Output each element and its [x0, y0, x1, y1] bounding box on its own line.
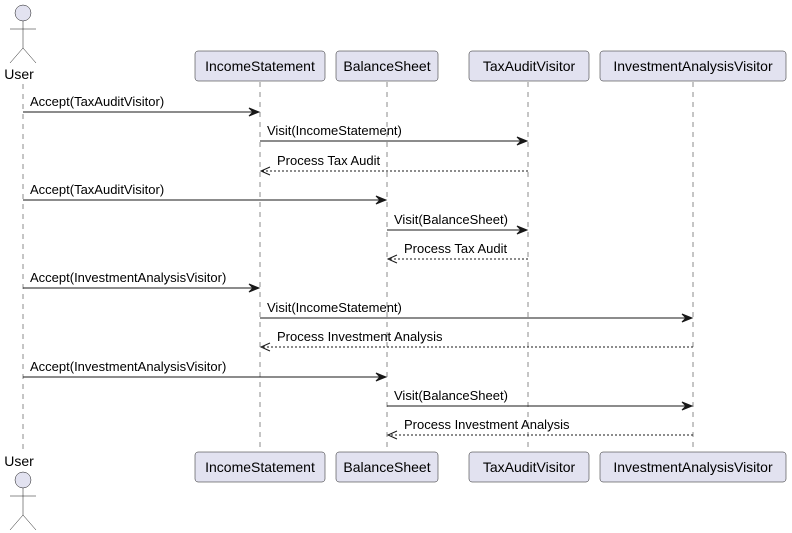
participant-label: TaxAuditVisitor: [483, 58, 576, 74]
message-label: Accept(TaxAuditVisitor): [30, 182, 164, 197]
actor-legs: [9, 514, 37, 531]
participant-balance-bottom: BalanceSheet: [335, 451, 439, 483]
message-label: Process Tax Audit: [404, 241, 507, 256]
participant-label: BalanceSheet: [343, 459, 430, 475]
message-8: Visit(IncomeStatement): [260, 300, 694, 323]
participant-user-top: User: [4, 4, 37, 82]
message-4: Accept(TaxAuditVisitor): [23, 182, 388, 205]
participant-user-bottom: User: [4, 453, 37, 531]
message-9: Process Investment Analysis: [259, 329, 693, 352]
participant-label: InvestmentAnalysisVisitor: [613, 58, 773, 74]
message-7: Accept(InvestmentAnalysisVisitor): [23, 270, 261, 293]
participant-tax-top: TaxAuditVisitor: [468, 50, 590, 82]
arrowhead: [375, 195, 388, 205]
participant-label: IncomeStatement: [205, 459, 315, 475]
participant-box: [194, 451, 326, 483]
arrowhead: [259, 166, 271, 176]
actor-head: [14, 4, 32, 22]
participant-label: IncomeStatement: [205, 58, 315, 74]
message-label: Process Investment Analysis: [404, 417, 570, 432]
participant-box: [599, 451, 787, 483]
actor-label: User: [4, 66, 34, 82]
message-2: Visit(IncomeStatement): [260, 123, 529, 146]
participant-income-bottom: IncomeStatement: [194, 451, 326, 483]
participant-tax-bottom: TaxAuditVisitor: [468, 451, 590, 483]
arrowhead: [516, 225, 529, 235]
participant-income-top: IncomeStatement: [194, 50, 326, 82]
participant-invest-bottom: InvestmentAnalysisVisitor: [599, 451, 787, 483]
arrowhead: [259, 342, 271, 352]
arrowhead: [386, 254, 398, 264]
arrowhead: [516, 136, 529, 146]
message-label: Visit(BalanceSheet): [394, 212, 508, 227]
message-10: Accept(InvestmentAnalysisVisitor): [23, 359, 388, 382]
arrowhead: [681, 401, 694, 411]
message-label: Process Investment Analysis: [277, 329, 443, 344]
actor-label: User: [4, 453, 34, 469]
participant-box: [335, 451, 439, 483]
message-12: Process Investment Analysis: [386, 417, 693, 440]
arrowhead: [386, 430, 398, 440]
message-1: Accept(TaxAuditVisitor): [23, 94, 261, 117]
arrowhead: [375, 372, 388, 382]
participant-invest-top: InvestmentAnalysisVisitor: [599, 50, 787, 82]
message-label: Visit(IncomeStatement): [267, 123, 402, 138]
arrowhead: [248, 107, 261, 117]
participant-box: [468, 50, 590, 82]
message-3: Process Tax Audit: [259, 153, 528, 176]
message-label: Accept(TaxAuditVisitor): [30, 94, 164, 109]
message-label: Accept(InvestmentAnalysisVisitor): [30, 270, 226, 285]
message-label: Visit(BalanceSheet): [394, 388, 508, 403]
arrowhead: [681, 313, 694, 323]
actor-head: [14, 471, 32, 489]
actor-legs: [9, 47, 37, 64]
message-11: Visit(BalanceSheet): [387, 388, 694, 411]
participant-box: [335, 50, 439, 82]
participant-balance-top: BalanceSheet: [335, 50, 439, 82]
message-label: Accept(InvestmentAnalysisVisitor): [30, 359, 226, 374]
participant-box: [599, 50, 787, 82]
participant-box: [468, 451, 590, 483]
arrowhead: [248, 283, 261, 293]
message-label: Process Tax Audit: [277, 153, 380, 168]
message-6: Process Tax Audit: [386, 241, 528, 264]
message-5: Visit(BalanceSheet): [387, 212, 529, 235]
participant-label: InvestmentAnalysisVisitor: [613, 459, 773, 475]
participant-box: [194, 50, 326, 82]
message-label: Visit(IncomeStatement): [267, 300, 402, 315]
participant-label: BalanceSheet: [343, 58, 430, 74]
participant-label: TaxAuditVisitor: [483, 459, 576, 475]
